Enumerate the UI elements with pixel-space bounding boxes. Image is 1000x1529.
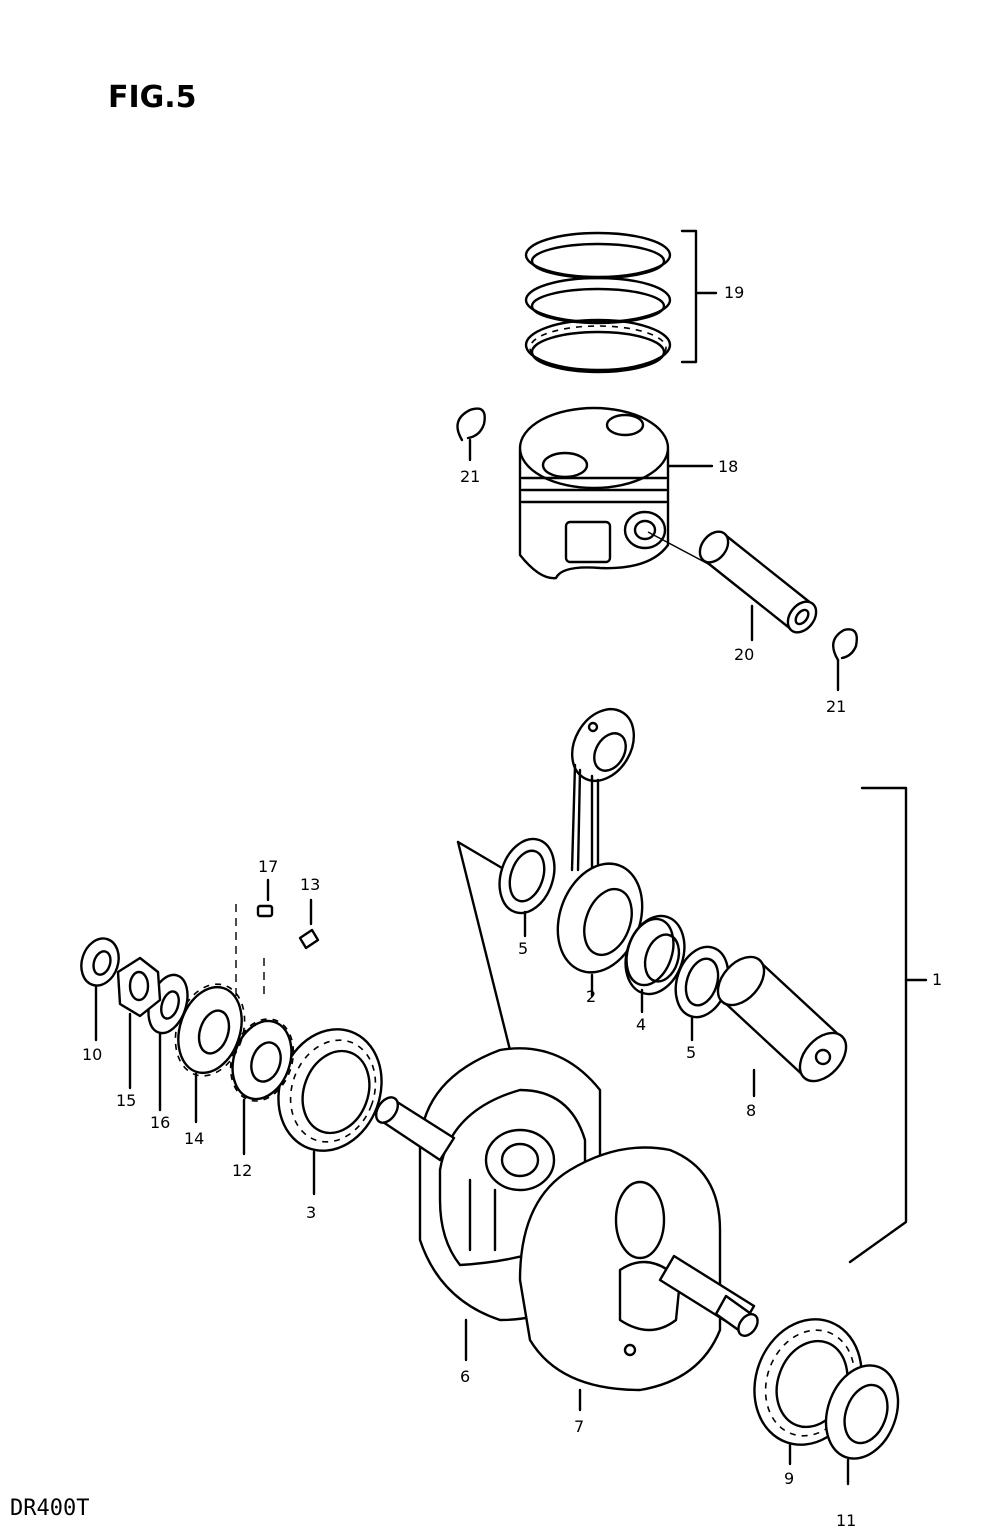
callout-13: 13 [300, 875, 320, 894]
callout-21a: 21 [460, 467, 480, 486]
callout-10: 10 [82, 1045, 102, 1064]
callout-20: 20 [734, 645, 754, 664]
oil-pump-gear [229, 1018, 295, 1156]
primary-gear [174, 983, 246, 1124]
callout-19: 19 [724, 283, 744, 302]
callout-17: 17 [258, 857, 278, 876]
callout-2: 2 [586, 987, 596, 1006]
circlip-right [832, 628, 858, 692]
connecting-rod [556, 708, 644, 998]
key [235, 878, 274, 1000]
crank-right [518, 1146, 722, 1412]
callout-1: 1 [932, 970, 942, 989]
crank-pin [716, 955, 848, 1098]
callout-14: 14 [184, 1129, 204, 1148]
figure-title: FIG.5 [108, 80, 197, 115]
callout-9: 9 [784, 1469, 794, 1488]
crank-shaft-left [374, 1096, 456, 1162]
callout-3: 3 [306, 1203, 316, 1222]
callout-21b: 21 [826, 697, 846, 716]
crank-shaft-right [658, 1254, 759, 1337]
callout-5b: 5 [686, 1043, 696, 1062]
callout-11: 11 [836, 1511, 856, 1529]
callout-12: 12 [232, 1161, 252, 1180]
callout-6: 6 [460, 1367, 470, 1386]
callout-18: 18 [718, 457, 738, 476]
circlip-left [456, 407, 486, 462]
oil-pump-key [263, 898, 320, 1000]
callout-8: 8 [746, 1101, 756, 1120]
callout-5a: 5 [518, 939, 528, 958]
nut [116, 956, 162, 1090]
piston-pin [647, 530, 818, 642]
callout-7: 7 [574, 1417, 584, 1436]
callout-15: 15 [116, 1091, 136, 1110]
oil-seal-left [80, 937, 120, 1042]
thrust-washer-right [674, 945, 730, 1042]
callout-4: 4 [636, 1015, 646, 1034]
piston-ring-set [524, 229, 718, 374]
oil-seal-right [824, 1364, 900, 1486]
callout-16: 16 [150, 1113, 170, 1132]
thrust-washer-left [498, 837, 556, 938]
callout-labels: 1 2 3 4 5 5 6 7 8 9 10 11 12 13 14 15 16… [82, 283, 942, 1529]
piston [518, 406, 714, 580]
model-code: DR400T [10, 1496, 90, 1521]
